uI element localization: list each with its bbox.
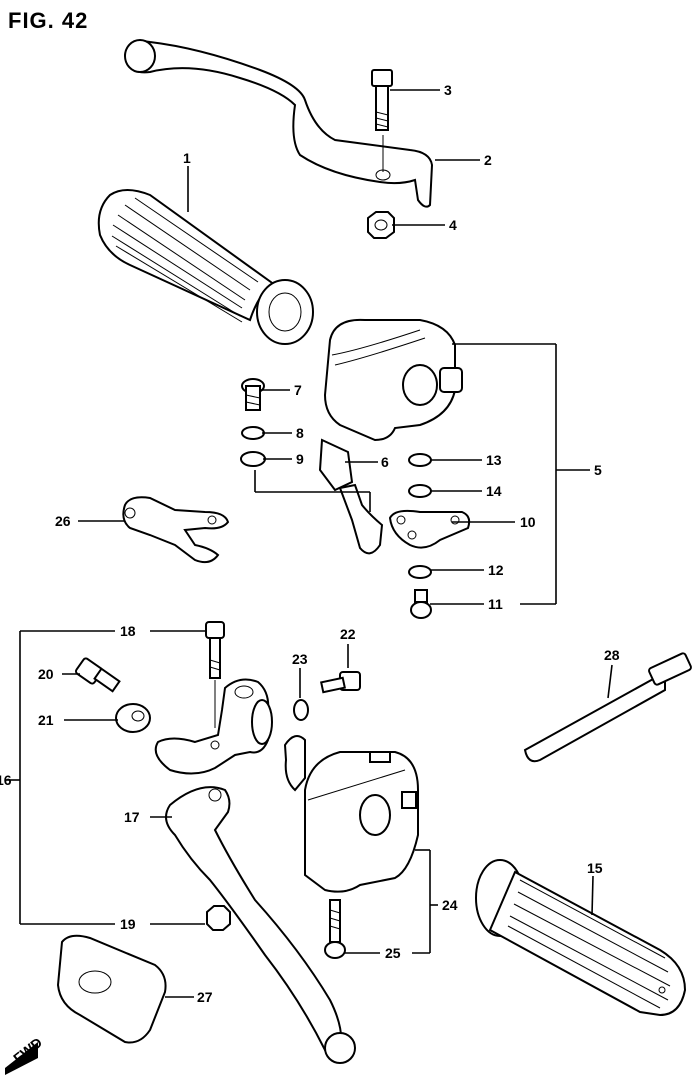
lever-cover: [56, 934, 167, 1044]
switch-plate: [254, 438, 384, 555]
screw-22: [320, 671, 361, 694]
switch-housing-right: [323, 318, 463, 442]
clutch-switch: [122, 496, 230, 564]
callout-24: 24: [442, 897, 458, 913]
screw-25: [324, 899, 346, 959]
callout-3: 3: [444, 82, 452, 98]
callout-19: 19: [120, 916, 136, 932]
callout-28: 28: [604, 647, 620, 663]
fwd-mark: FWD: [5, 1034, 45, 1075]
callout-4: 4: [449, 217, 457, 233]
pivot-bolt-18: [205, 621, 225, 728]
switch-housing-left: [283, 735, 419, 893]
lever-nut-19: [206, 905, 231, 931]
screw-11: [410, 589, 432, 619]
clutch-lever: [165, 786, 356, 1064]
callout-8: 8: [296, 425, 304, 441]
callout-22: 22: [340, 626, 356, 642]
washer-12: [408, 565, 432, 579]
adjuster-bolt: [75, 657, 121, 693]
callout-11: 11: [488, 596, 503, 612]
callout-7: 7: [294, 382, 302, 398]
callout-16: 16: [0, 772, 12, 788]
callout-15: 15: [587, 860, 603, 876]
adjuster-ring: [115, 703, 151, 733]
callout-25: 25: [385, 945, 401, 961]
pivot-bolt: [371, 69, 393, 172]
screw-7: [241, 378, 265, 411]
callout-2: 2: [484, 152, 492, 168]
washer-8: [241, 426, 265, 440]
callout-26: 26: [55, 513, 71, 529]
washer-23: [293, 699, 309, 721]
callout-1: 1: [183, 150, 191, 166]
callout-14: 14: [486, 483, 502, 499]
washer-13: [408, 453, 432, 467]
callout-20: 20: [38, 666, 54, 682]
callout-18: 18: [120, 623, 136, 639]
washer-14: [408, 484, 432, 498]
callout-12: 12: [488, 562, 504, 578]
bracket-10: [388, 509, 471, 549]
washer-9: [240, 451, 266, 467]
callout-23: 23: [292, 651, 308, 667]
callout-21: 21: [38, 712, 54, 728]
callout-17: 17: [124, 809, 140, 825]
handlebar-grip-right: [475, 859, 687, 1017]
cable-strap: [523, 652, 692, 763]
lever-nut: [367, 211, 395, 239]
leader-lines: [5, 89, 613, 998]
callout-13: 13: [486, 452, 502, 468]
callout-5: 5: [594, 462, 602, 478]
handlebar-grip-left: [97, 189, 314, 345]
figure-title: FIG. 42: [8, 8, 89, 33]
callout-6: 6: [381, 454, 389, 470]
callout-10: 10: [520, 514, 536, 530]
callout-27: 27: [197, 989, 213, 1005]
lever-holder: [154, 678, 273, 775]
callout-9: 9: [296, 451, 304, 467]
